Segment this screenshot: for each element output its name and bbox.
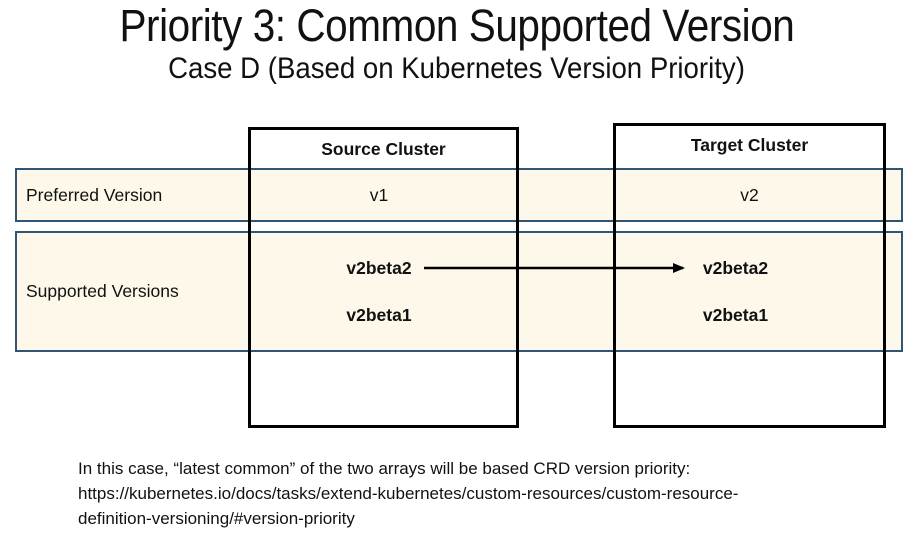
preferred-version-band: Preferred Version (15, 168, 903, 222)
row-label-supported-versions: Supported Versions (26, 281, 179, 301)
source-cluster-box: Source Cluster (248, 127, 519, 428)
subtitle-row: Case D (Based on Kubernetes Version Prio… (0, 50, 913, 93)
footer-line-1: In this case, “latest common” of the two… (78, 459, 691, 478)
row-label-preferred-version: Preferred Version (26, 184, 163, 205)
version-mapping-arrow (424, 263, 685, 273)
slide-subtitle: Case D (Based on Kubernetes Version Prio… (168, 52, 745, 85)
slide-title: Priority 3: Common Supported Version (119, 0, 794, 51)
target-cluster-box: Target Cluster (613, 123, 886, 428)
target-cluster-header: Target Cluster (690, 135, 809, 155)
target-supported-version-2: v2beta1 (702, 305, 769, 325)
target-supported-version-1: v2beta2 (702, 258, 769, 278)
source-supported-version-1: v2beta2 (346, 258, 412, 278)
title-row: Priority 3: Common Supported Version (0, 0, 913, 63)
target-preferred-version: v2 (740, 185, 759, 205)
source-cluster-header: Source Cluster (321, 139, 446, 159)
footer-line-3: definition-versioning/#version-priority (78, 509, 355, 528)
footer-line-2: https://kubernetes.io/docs/tasks/extend-… (78, 484, 739, 503)
footer-note: In this case, “latest common” of the two… (78, 456, 738, 531)
supported-versions-band: Supported Versions (15, 231, 903, 352)
source-preferred-version: v1 (369, 185, 389, 205)
source-supported-version-2: v2beta1 (346, 305, 412, 325)
